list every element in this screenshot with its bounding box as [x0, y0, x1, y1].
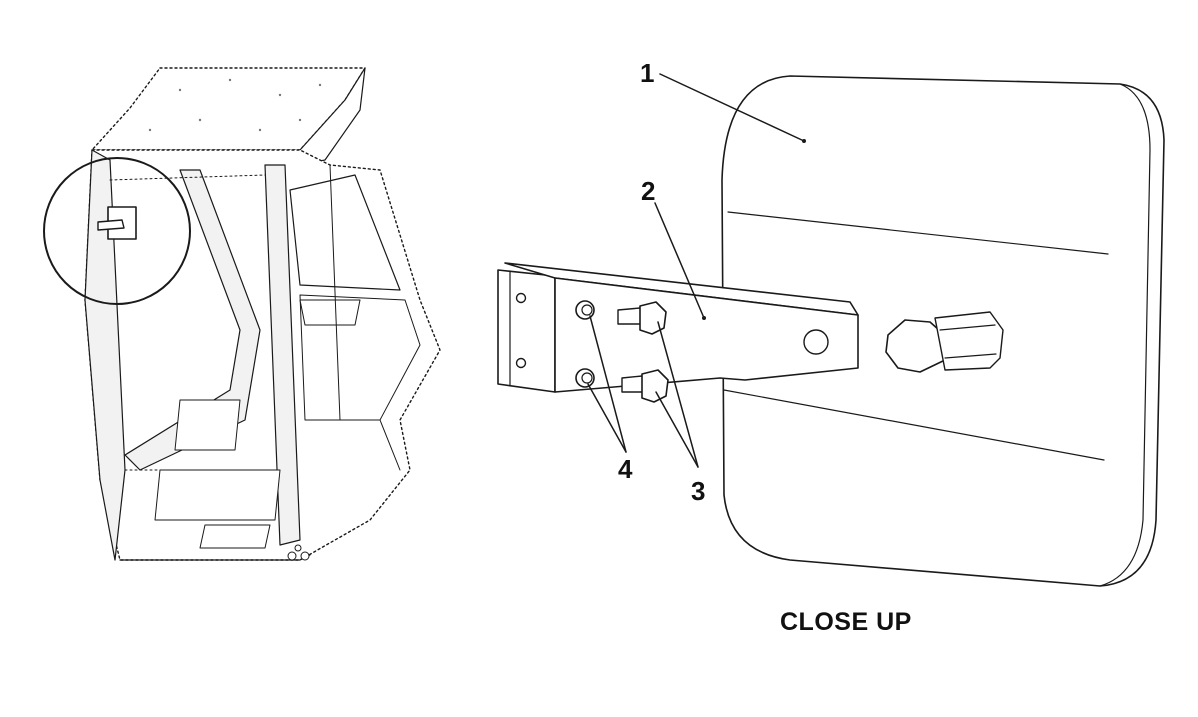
- cab-overview: [84, 67, 441, 561]
- callout-1: 1: [640, 58, 654, 88]
- callout-2: 2: [641, 176, 655, 206]
- callout-4: 4: [618, 454, 633, 484]
- detail-circle: [43, 157, 191, 305]
- bolts-part: [617, 301, 669, 403]
- callout-3: 3: [691, 476, 705, 506]
- bracket-part: [497, 262, 859, 393]
- mirror-part: [721, 75, 1165, 587]
- leader-lines: [587, 73, 806, 468]
- close-up-caption: CLOSE UP: [780, 608, 912, 636]
